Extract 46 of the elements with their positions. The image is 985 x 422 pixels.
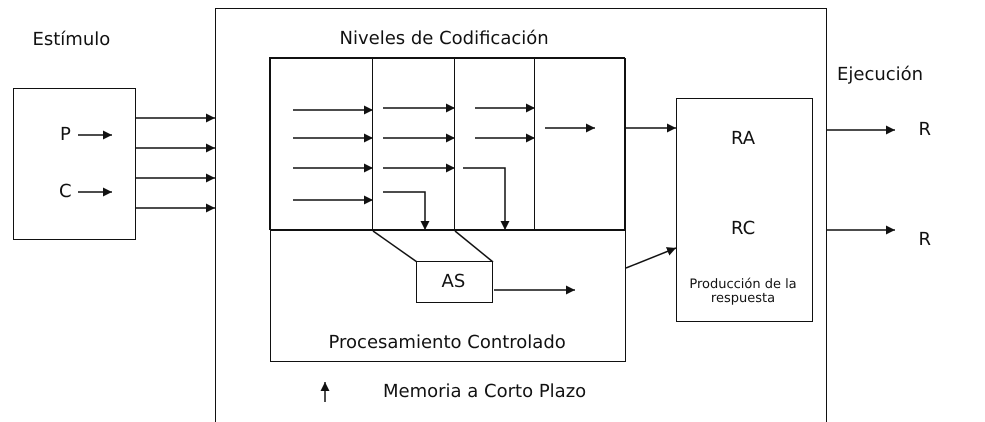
arrow (293, 196, 373, 204)
response-text: RC (731, 219, 756, 239)
arrow (78, 130, 112, 140)
box-title: Memoria a Corto Plazo (383, 382, 586, 402)
arrow (494, 286, 575, 294)
arrow (827, 126, 895, 134)
letter-label: P (60, 124, 71, 144)
column-box (372, 57, 455, 230)
memory-box (215, 8, 827, 422)
arrow (293, 106, 373, 114)
connector-line (454, 230, 494, 263)
arrow (626, 124, 676, 132)
box-heading: Estímulo (32, 30, 110, 50)
column-box (454, 57, 535, 230)
box-title: AS (442, 272, 466, 292)
box-heading: Niveles de Codificación (340, 29, 549, 49)
arrow (383, 164, 455, 172)
output-label: R (918, 230, 932, 250)
arrow (136, 174, 215, 182)
box-caption: Producción de la respuesta (688, 278, 798, 306)
arrow (626, 247, 676, 269)
process-box (416, 261, 493, 303)
arrow (383, 134, 455, 142)
response-text: RA (731, 129, 756, 149)
section-label: Ejecución (837, 65, 924, 85)
box-title: Procesamiento Controlado (328, 333, 566, 353)
arrow (827, 226, 895, 234)
letter-label: C (59, 182, 72, 202)
arrow (136, 204, 215, 212)
arrow (293, 134, 373, 142)
output-label: R (918, 120, 932, 140)
arrow (136, 144, 215, 152)
arrow (78, 188, 112, 196)
arrow (463, 167, 510, 230)
connector-line (372, 230, 418, 263)
arrow (383, 104, 455, 112)
column-box (269, 57, 373, 230)
arrow (545, 124, 595, 132)
column-box (534, 57, 625, 230)
arrow (475, 104, 535, 112)
arrow (383, 191, 430, 230)
arrow (136, 114, 215, 122)
arrow (293, 164, 373, 172)
controlled-processing-box (270, 230, 626, 362)
response-box (676, 98, 812, 322)
arrow (475, 134, 535, 142)
